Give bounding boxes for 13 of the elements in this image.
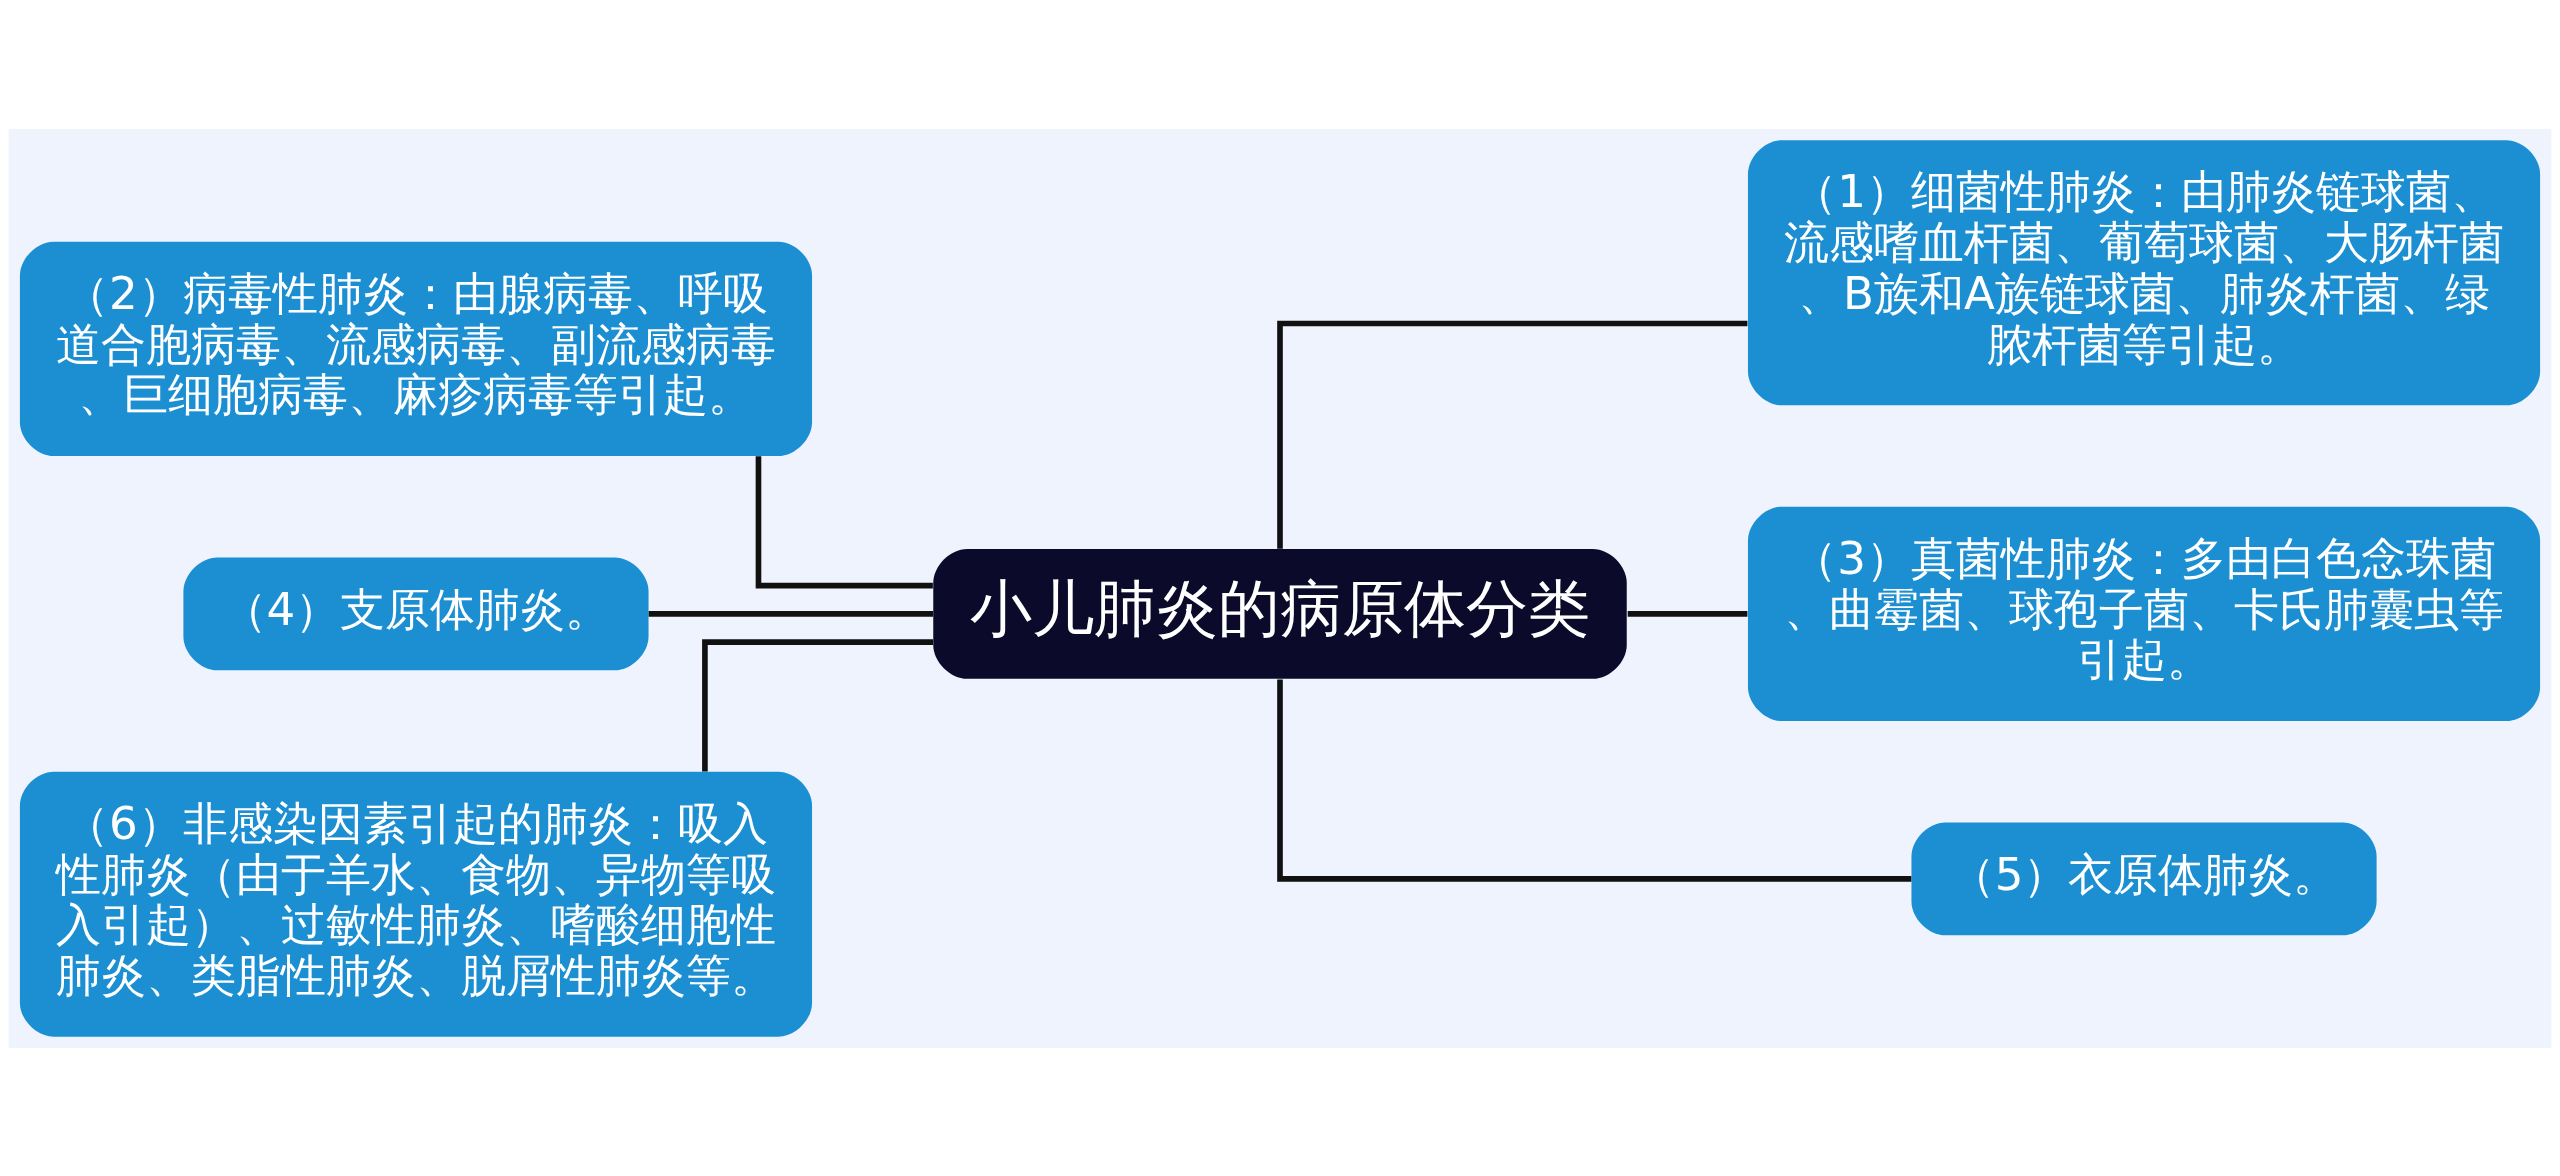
connector (702, 638, 934, 772)
node-box: （3）真菌性肺炎：多由白色念珠菌、曲霉菌、球孢子菌、卡氏肺囊虫等引起。 (1747, 506, 2541, 721)
node-box: 小儿肺炎的病原体分类 (933, 548, 1627, 679)
connector (1627, 610, 1748, 617)
node-box: （1）细菌性肺炎：由肺炎链球菌、流感嗜血杆菌、葡萄球菌、大肠杆菌、B族和A族链球菌、肺炎杆菌、绿脓杆菌等引起。 (1747, 139, 2541, 405)
node-box: （6）非感染因素引起的肺炎：吸入性肺炎（由于羊水、食物、异物等吸入引起）、过敏性肺炎、嗜酸细胞性肺炎、类脂性肺炎、脱屑性肺炎等。 (19, 771, 813, 1037)
node-box: （4）支原体肺炎。 (183, 557, 649, 670)
connector (648, 610, 934, 617)
connector (1277, 320, 1748, 549)
connector (755, 455, 933, 588)
node-box: （2）病毒性肺炎：由腺病毒、呼吸道合胞病毒、流感病毒、副流感病毒、巨细胞病毒、麻疹病毒等引起。 (19, 241, 813, 456)
node-box: （5）衣原体肺炎。 (1911, 822, 2377, 935)
connector (1277, 678, 1912, 882)
